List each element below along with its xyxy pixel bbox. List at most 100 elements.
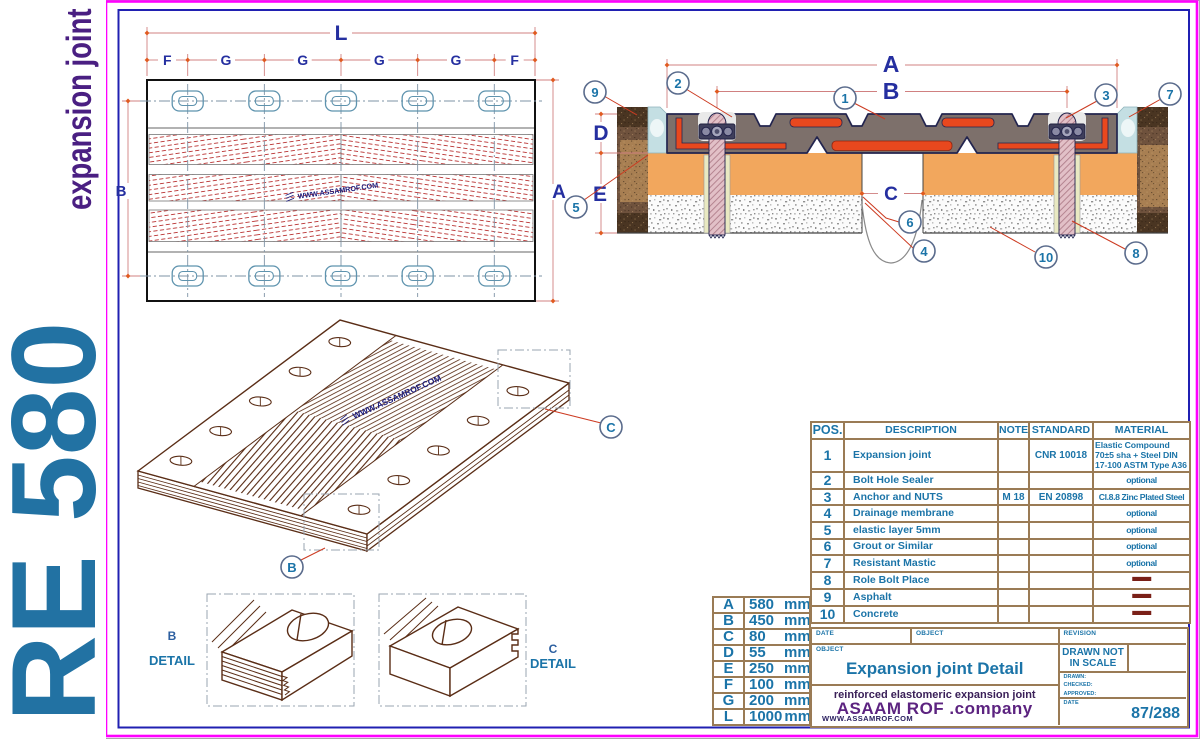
balloon-4: 4	[912, 239, 936, 263]
titleblock-revision-cell: REVISION	[1059, 629, 1186, 645]
section-dim-E: E	[593, 183, 607, 206]
bom-header-standard: STANDARD	[1028, 421, 1094, 440]
dim-value: 80	[749, 629, 766, 645]
approved-label: APPROVED:	[1063, 690, 1097, 697]
titleblock-title-cell: OBJECT Expansion joint Detail	[812, 644, 1060, 686]
bom-cell-standard	[1028, 537, 1094, 557]
bom-cell-material: Cl.8.8 Zinc Plated Steel	[1092, 487, 1191, 507]
drawn-label: DRAWN:	[1063, 673, 1087, 680]
dim-value: 55	[749, 645, 766, 661]
dim-unit: mm	[784, 693, 810, 709]
bom-cell-material-dash: —	[1132, 591, 1151, 604]
bom-cell-pos: 5	[810, 520, 845, 540]
plan-dim-G2: G	[297, 52, 308, 68]
sheet-number: 87/288	[1131, 704, 1180, 722]
bom-cell-standard	[1028, 604, 1094, 624]
plan-dim-G4: G	[451, 52, 462, 68]
detail-labels: B DETAIL C DETAIL	[149, 629, 576, 671]
svg-text:10: 10	[1039, 250, 1053, 265]
frame-magenta	[104, 0, 1199, 738]
bom-row: 10 Concrete —	[810, 604, 1191, 624]
callout-C: C	[599, 415, 623, 439]
bom-row: 1 Expansion joint CNR 10018 Elastic Comp…	[810, 437, 1191, 474]
bom-cell-standard	[1028, 520, 1094, 540]
section-asphalt	[617, 107, 1168, 233]
titleblock-object-cell: OBJECT	[912, 629, 1060, 645]
bom-cell-description: Grout or Similar	[843, 537, 999, 557]
svg-text:1: 1	[841, 91, 848, 106]
balloon-7: 7	[1158, 82, 1182, 106]
bom-header-note: NOTE	[997, 421, 1030, 440]
balloon-1: 1	[833, 86, 857, 110]
bom-cell-standard: EN 20898	[1028, 487, 1094, 507]
svg-text:6: 6	[906, 215, 913, 230]
section-grout	[648, 153, 1137, 195]
section-balloons: 9 2 1 3 7 5 6	[564, 71, 1182, 269]
section-mastic-strips	[647, 106, 1138, 154]
bom-cell-standard	[1028, 587, 1094, 607]
section-dim-D: D	[593, 122, 608, 145]
iso-view: WWW.ASSAMROF.COM B C	[138, 320, 623, 579]
bom-cell-standard	[1028, 570, 1094, 590]
balloon-6: 6	[898, 210, 922, 234]
callout-B: B	[280, 555, 304, 579]
scale-note-line2: IN SCALE	[1069, 658, 1117, 669]
detail-b-letter: B	[168, 629, 177, 643]
bom-row: 6 Grout or Similar optional	[810, 537, 1191, 557]
svg-text:2: 2	[674, 76, 681, 91]
titleblock-object-label: OBJECT	[916, 630, 944, 637]
bom-cell-material: Elastic Compound 70±5 sha + Steel DIN 17…	[1092, 437, 1191, 474]
dim-key: D	[712, 644, 745, 662]
section-concrete	[617, 153, 1168, 234]
plan-dim-B: B	[116, 183, 127, 200]
titleblock-date-label: DATE	[816, 630, 835, 637]
dim-value: 200	[749, 693, 775, 709]
svg-text:5: 5	[572, 200, 579, 215]
detail-c-box	[378, 593, 527, 707]
bom-cell-pos: 6	[810, 537, 845, 557]
bom-cell-pos: 3	[810, 487, 845, 507]
sidebar-product-title: expansion joint	[60, 8, 99, 211]
dim-value: 100	[749, 677, 775, 693]
dim-key: A	[712, 596, 745, 614]
dim-key: F	[712, 676, 745, 694]
dim-value: 580	[749, 597, 775, 613]
bom-row: 7 Resistant Mastic optional	[810, 554, 1191, 573]
dim-unit: mm	[784, 661, 810, 677]
section-leader-lines	[583, 88, 1162, 253]
bom-cell-standard: CNR 10018	[1028, 437, 1094, 474]
section-dimension-labels: A B D E C	[593, 51, 899, 206]
dim-key: E	[712, 660, 745, 678]
titleblock-object2-label: OBJECT	[816, 645, 844, 653]
detail-c-word: DETAIL	[530, 656, 576, 671]
company-website: WWW.ASSAMROF.COM	[822, 713, 913, 723]
detail-c-view	[378, 593, 527, 707]
bom-cell-note	[997, 570, 1030, 590]
detail-b-word: DETAIL	[149, 653, 195, 668]
bom-cell-standard	[1028, 554, 1094, 573]
titleblock-empty-cell	[1128, 645, 1186, 673]
dim-unit: mm	[784, 613, 810, 629]
plan-hatch-bands	[148, 134, 534, 242]
bom-cell-note	[997, 554, 1030, 573]
dim-key: C	[712, 628, 745, 646]
dim-value: 1000	[749, 709, 783, 725]
balloon-2: 2	[666, 71, 690, 95]
iso-callout-leaders	[300, 408, 602, 561]
titleblock-sheet-cell: DATE 87/288	[1060, 699, 1187, 725]
bom-row: 5 elastic layer 5mm optional	[810, 520, 1191, 540]
company-name: ASAAM ROF .company	[836, 698, 1033, 718]
bom-header-pos: POS.	[810, 421, 845, 440]
titleblock-signature-cell: DRAWN: CHECKED: APPROVED:	[1059, 673, 1186, 699]
balloon-5: 5	[564, 195, 588, 219]
bom-header-material: MATERIAL	[1092, 421, 1191, 440]
bom-cell-description: Resistant Mastic	[843, 554, 999, 573]
bom-cell-pos: 7	[810, 554, 845, 573]
